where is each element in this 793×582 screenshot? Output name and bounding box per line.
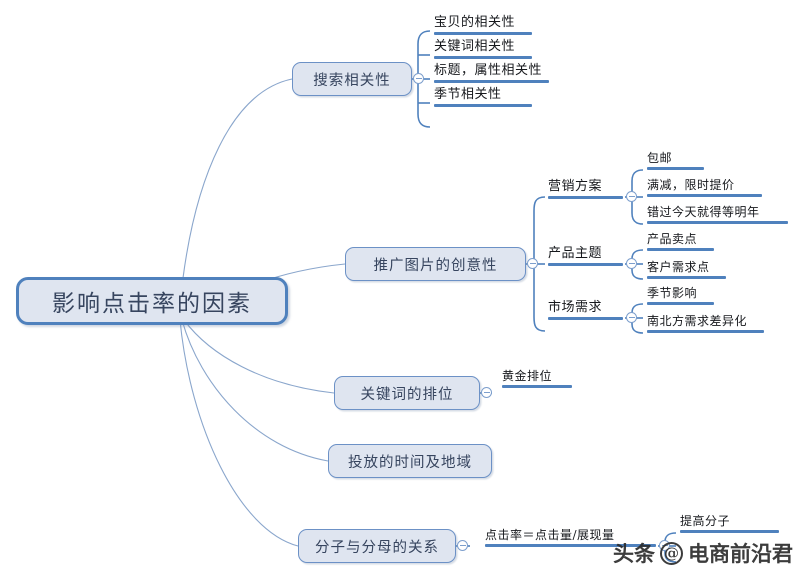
leaf-node-label: 满减，限时提价 [647,178,735,192]
leaf-underline [647,193,762,197]
leaf-underline [680,529,779,533]
collapse-minus-icon[interactable] [481,387,492,398]
collapse-minus-icon[interactable] [626,312,637,323]
collapse-minus-icon[interactable] [626,258,637,269]
leaf-node[interactable]: 错过今天就得等明年 [644,206,790,226]
root-node[interactable]: 影响点击率的因素 [16,277,288,325]
leaf-node-label: 宝贝的相关性 [434,15,516,30]
leaf-node[interactable]: 包邮 [644,152,706,172]
subbranch-node-ctr-formula[interactable]: 点击率＝点击量/展现量 [482,529,658,549]
collapse-minus-icon[interactable] [626,191,637,202]
leaf-node[interactable]: 宝贝的相关性 [431,16,534,37]
leaf-underline [647,220,788,224]
subbranch-underline [548,262,623,266]
subbranch-underline [485,543,656,547]
leaf-node-label: 客户需求点 [647,260,710,274]
branch-node-label: 搜索相关性 [313,72,391,89]
branch-node-label: 推广图片的创意性 [373,257,498,274]
watermark: 头条 @ 电商前沿君 [613,538,793,568]
leaf-underline [434,55,532,59]
branch-node-time-and-region[interactable]: 投放的时间及地域 [328,444,492,478]
leaf-node-label: 提高分子 [680,514,731,528]
leaf-node-label: 包邮 [647,151,673,165]
branch-node-numerator-denominator[interactable]: 分子与分母的关系 [298,529,456,563]
leaf-node[interactable]: 黄金排位 [499,370,574,390]
branch-node-label: 关键词的排位 [360,386,454,403]
leaf-node-label: 关键词相关性 [434,39,516,54]
watermark-prefix: 头条 [613,541,655,566]
leaf-underline [647,247,714,251]
leaf-node[interactable]: 季节影响 [644,287,716,307]
subbranch-underline [548,195,623,199]
leaf-underline [647,329,764,333]
leaf-underline [434,79,549,83]
leaf-node-label: 季节影响 [647,286,698,300]
leaf-node[interactable]: 提高分子 [677,515,781,535]
subbranch-node-label: 市场需求 [548,300,603,315]
leaf-node[interactable]: 产品卖点 [644,233,716,253]
leaf-node[interactable]: 关键词相关性 [431,40,534,61]
subbranch-node-market-demand[interactable]: 市场需求 [545,301,625,322]
leaf-underline [647,301,714,305]
branch-node-creative-image[interactable]: 推广图片的创意性 [345,247,526,281]
subbranch-underline [548,316,623,320]
leaf-underline [502,384,572,388]
branch-node-label: 投放的时间及地域 [348,454,472,471]
branch-node-label: 分子与分母的关系 [315,539,439,556]
branch-node-keyword-ranking[interactable]: 关键词的排位 [334,376,480,410]
leaf-node-label: 南北方需求差异化 [647,314,748,328]
leaf-node-label: 标题，属性相关性 [434,63,543,78]
leaf-underline [434,103,532,107]
subbranch-node-product-theme[interactable]: 产品主题 [545,247,625,268]
leaf-node-label: 黄金排位 [502,369,553,383]
collapse-minus-icon[interactable] [457,540,468,551]
leaf-node[interactable]: 南北方需求差异化 [644,315,766,335]
subbranch-node-label: 营销方案 [548,179,603,194]
leaf-node[interactable]: 客户需求点 [644,261,728,281]
leaf-node[interactable]: 标题，属性相关性 [431,64,551,85]
leaf-underline [647,166,704,170]
leaf-underline [647,275,726,279]
watermark-logo-icon: @ [660,541,683,565]
leaf-node-label: 产品卖点 [647,232,698,246]
subbranch-node-marketing-plan[interactable]: 营销方案 [545,180,625,201]
leaf-node-label: 季节相关性 [434,87,502,102]
leaf-node[interactable]: 满减，限时提价 [644,179,764,199]
branch-node-search-relevance[interactable]: 搜索相关性 [292,62,412,96]
collapse-minus-icon[interactable] [527,258,538,269]
subbranch-node-label: 产品主题 [548,246,603,261]
leaf-underline [434,31,532,35]
leaf-node[interactable]: 季节相关性 [431,88,534,109]
collapse-minus-icon[interactable] [413,73,424,84]
leaf-node-label: 错过今天就得等明年 [647,205,760,219]
root-node-label: 影响点击率的因素 [52,291,252,317]
watermark-handle: 电商前沿君 [688,541,793,566]
subbranch-node-label: 点击率＝点击量/展现量 [485,528,615,542]
